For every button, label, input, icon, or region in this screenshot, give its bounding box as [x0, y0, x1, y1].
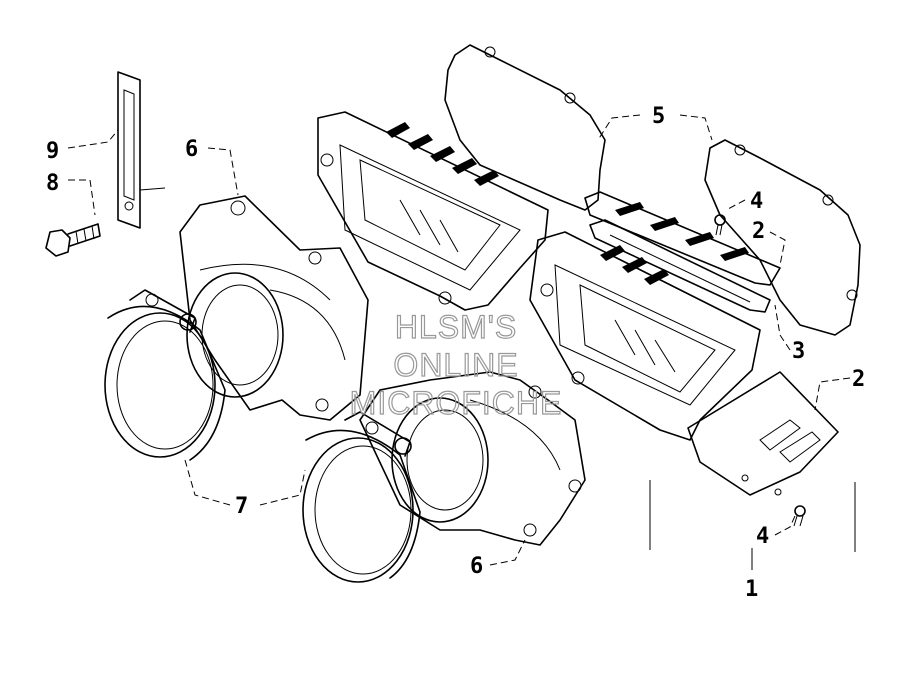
callout-1: 1 — [745, 577, 758, 602]
intake-flange-lower — [359, 371, 586, 546]
callout-2-lower: 2 — [852, 367, 865, 392]
gasket-lower — [704, 139, 861, 336]
leader-lines — [67, 114, 851, 566]
hose-clamp-lower — [302, 411, 421, 583]
watermark: HLSM'S ONLINE MICROFICHE — [349, 308, 563, 421]
callout-3: 3 — [792, 339, 805, 364]
watermark-line3: MICROFICHE — [350, 385, 563, 421]
callout-9: 9 — [46, 139, 59, 164]
reed-valve-upper — [317, 111, 549, 311]
callout-7: 7 — [235, 494, 248, 519]
bolt — [45, 223, 101, 257]
spacer-plate — [117, 71, 166, 229]
watermark-line1: HLSM'S — [395, 309, 517, 345]
callout-6-lower: 6 — [470, 554, 483, 579]
assembly-bracket — [649, 480, 856, 570]
callout-4-lower: 4 — [756, 524, 769, 549]
reed-plate-lower — [687, 371, 839, 496]
screw-upper — [714, 214, 726, 236]
reed-valve-lower — [529, 231, 761, 441]
gasket-upper — [444, 44, 606, 211]
callouts: 9 8 6 5 4 2 3 2 4 1 7 6 — [46, 104, 865, 602]
callout-8: 8 — [46, 171, 59, 196]
callout-2-upper: 2 — [752, 219, 765, 244]
intake-flange-upper — [179, 195, 369, 421]
reed-plate-upper — [584, 191, 781, 286]
screw-lower — [793, 505, 806, 527]
watermark-line2: ONLINE — [393, 347, 518, 383]
callout-4-upper: 4 — [750, 189, 763, 214]
reed-stopper — [589, 219, 771, 313]
hose-clamp-upper — [104, 289, 226, 461]
callout-6-upper: 6 — [185, 137, 198, 162]
callout-5: 5 — [652, 104, 665, 129]
